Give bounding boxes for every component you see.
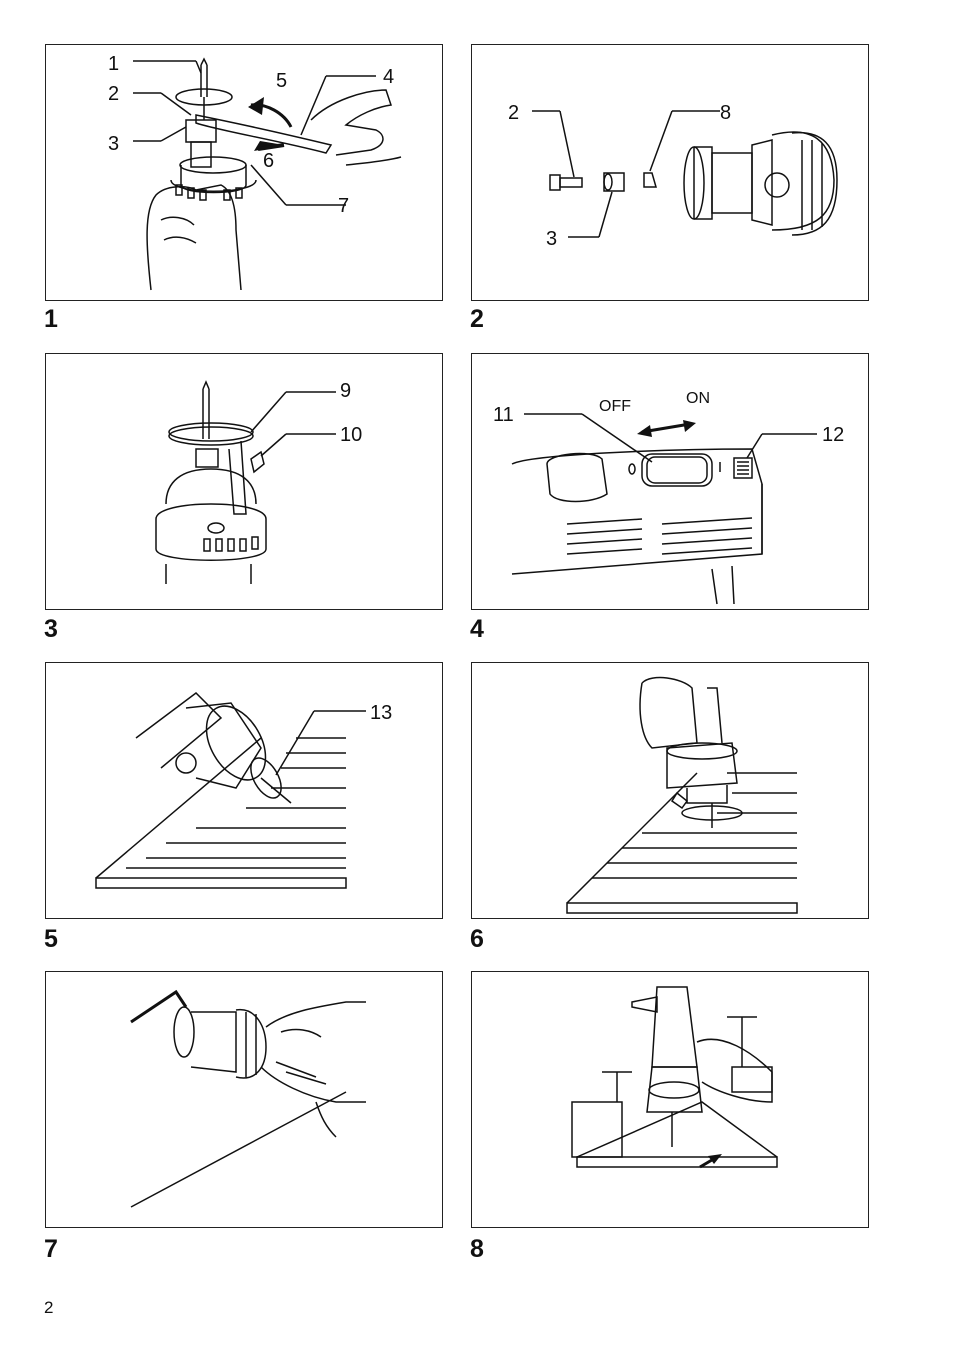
figure-6-illustration: [472, 663, 869, 919]
callout-5: 5: [276, 71, 287, 91]
callout-7: 7: [338, 196, 349, 216]
figure-8-number: 8: [470, 1237, 484, 1262]
figure-5-panel: 13: [45, 662, 443, 919]
figure-4-panel: 11 OFF ON 12: [471, 353, 869, 610]
callout-3: 3: [546, 229, 557, 249]
figure-8-panel: [471, 971, 869, 1228]
callout-9: 9: [340, 381, 351, 401]
figure-3-panel: 9 10: [45, 353, 443, 610]
callout-11: 11: [493, 405, 514, 425]
figure-2-number: 2: [470, 307, 484, 332]
callout-3: 3: [108, 134, 119, 154]
callout-1: 1: [108, 54, 119, 74]
figure-7-number: 7: [44, 1237, 58, 1262]
figure-3-illustration: [46, 354, 443, 610]
page-number: 2: [44, 1298, 53, 1318]
figure-1-number: 1: [44, 307, 58, 332]
callout-4: 4: [383, 67, 394, 87]
figure-5-number: 5: [44, 927, 58, 952]
callout-2: 2: [508, 103, 519, 123]
callout-8: 8: [720, 103, 731, 123]
callout-12: 12: [822, 425, 844, 445]
figure-1-panel: 1 2 3 4 5 6 7: [45, 44, 443, 301]
figure-7-illustration: [46, 972, 443, 1228]
figure-4-illustration: [472, 354, 869, 610]
figure-7-panel: [45, 971, 443, 1228]
callout-2: 2: [108, 84, 119, 104]
figure-3-number: 3: [44, 617, 58, 642]
switch-on-label: ON: [686, 391, 710, 407]
callout-10: 10: [340, 425, 362, 445]
figure-4-number: 4: [470, 617, 484, 642]
figure-6-number: 6: [470, 927, 484, 952]
switch-off-label: OFF: [599, 399, 631, 415]
figure-2-panel: 2 8 3: [471, 44, 869, 301]
figure-6-panel: [471, 662, 869, 919]
figure-2-illustration: [472, 45, 869, 301]
figure-8-illustration: [472, 972, 869, 1228]
callout-6: 6: [263, 151, 274, 171]
callout-13: 13: [370, 703, 392, 723]
